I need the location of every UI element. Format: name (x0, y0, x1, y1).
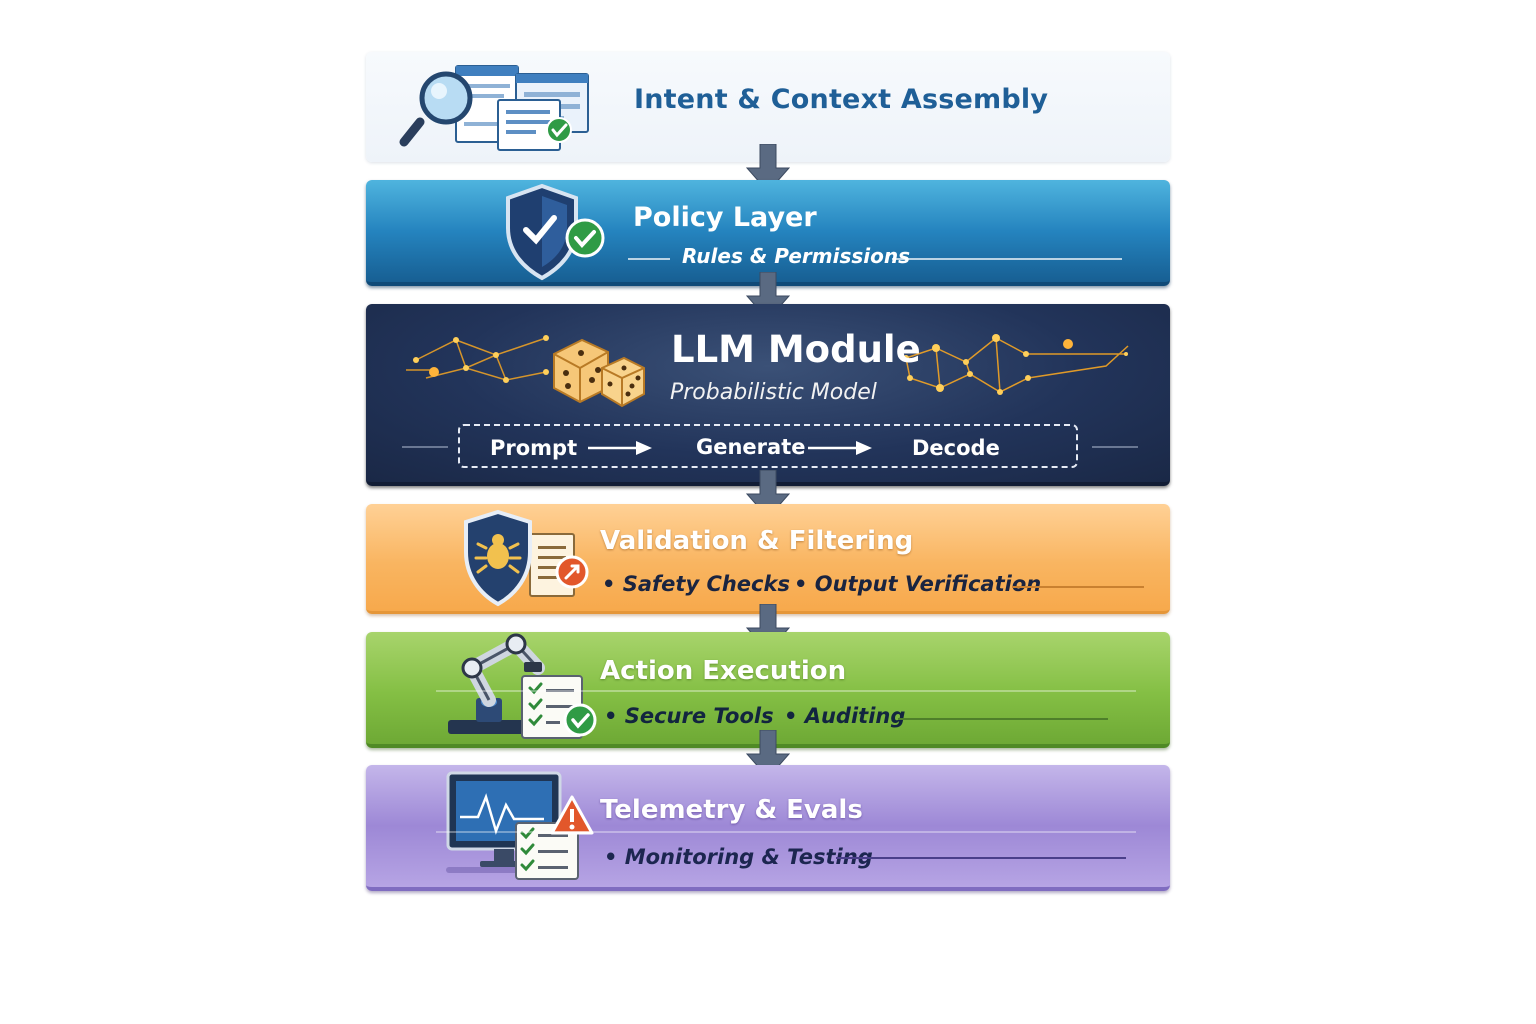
dice-icon (553, 338, 645, 408)
layer-title: Validation & Filtering (600, 526, 914, 556)
layer-action-execution: Action Execution • Secure Tools • Auditi… (366, 632, 1170, 748)
neural-network-left-icon (406, 335, 549, 383)
divider-line (436, 831, 1136, 833)
bullet-safety-checks: • Safety Checks (602, 572, 790, 596)
pipeline-step-generate: Generate (696, 435, 806, 459)
divider-line (898, 718, 1108, 720)
layer-llm-module: LLM Module Probabilistic Model Prompt Ge… (366, 304, 1170, 486)
shield-bug-document-icon (464, 509, 589, 607)
layer-subtitle: Probabilistic Model (670, 380, 877, 405)
layer-subtitle: Rules & Permissions (682, 244, 911, 268)
bullet-secure-tools: • Secure Tools (604, 704, 774, 728)
layer-title: Telemetry & Evals (600, 795, 863, 825)
monitor-warning-checklist-icon (446, 771, 594, 880)
divider-line (436, 690, 1136, 692)
bullet-text: Auditing (804, 704, 906, 728)
magnifier-documents-icon (399, 65, 589, 151)
layer-title: Policy Layer (633, 202, 817, 233)
right-arrow-icon (588, 441, 652, 455)
layer-policy: Policy Layer Rules & Permissions (366, 180, 1170, 286)
divider-line (1012, 586, 1144, 588)
divider-line (892, 258, 1122, 260)
pipeline-step-decode: Decode (912, 436, 1000, 460)
bullet-auditing: • Auditing (784, 704, 906, 728)
layer-telemetry-evals: Telemetry & Evals • Monitoring & Testing (366, 765, 1170, 891)
robot-arm-checklist-icon (448, 633, 597, 739)
divider-line (836, 857, 1126, 859)
layer-title: LLM Module (671, 328, 921, 371)
divider-line (1092, 446, 1138, 448)
bullet-text: Output Verification (814, 572, 1042, 596)
bullet-text: Monitoring & Testing (624, 845, 873, 869)
bullet-monitoring-testing: • Monitoring & Testing (604, 845, 873, 869)
layer-title: Action Execution (600, 656, 847, 686)
divider-line (628, 258, 670, 260)
divider-line (402, 446, 448, 448)
bullet-text: Secure Tools (624, 704, 774, 728)
shield-check-icon (506, 183, 605, 281)
layer-validation-filtering: Validation & Filtering • Safety Checks •… (366, 504, 1170, 614)
neural-network-right-icon (903, 334, 1129, 395)
right-arrow-icon (808, 441, 872, 455)
bullet-text: Safety Checks (622, 572, 790, 596)
pipeline-step-prompt: Prompt (490, 436, 578, 460)
pipeline-box: Prompt Generate Decode (458, 424, 1078, 468)
layer-title: Intent & Context Assembly (634, 84, 1049, 115)
bullet-output-verification: • Output Verification (794, 572, 1042, 596)
